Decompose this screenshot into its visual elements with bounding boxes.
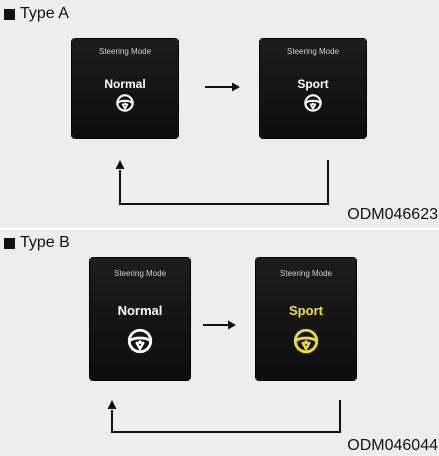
type-a-sport-panel: Steering Mode Sport — [260, 39, 366, 138]
type-a-normal-caption: Steering Mode — [98, 47, 152, 56]
type-b-sport-mode: Sport — [289, 303, 323, 318]
type-b-sport-caption: Steering Mode — [279, 269, 333, 278]
type-b-normal-caption: Steering Mode — [113, 269, 167, 278]
type-b-title: Type B — [4, 234, 70, 252]
type-a-forward-arrow-icon — [205, 82, 240, 92]
steering-wheel-icon — [116, 94, 134, 112]
steering-wheel-icon — [293, 328, 319, 354]
type-a-section: Type A Steering Mode Normal Steering Mod… — [0, 0, 439, 228]
type-a-sport-mode: Sport — [297, 77, 329, 91]
type-a-normal-mode: Normal — [104, 77, 146, 91]
type-b-section: Type B Steering Mode Normal Steering Mod… — [0, 230, 439, 456]
type-b-forward-arrow-icon — [203, 320, 236, 330]
steering-wheel-icon — [304, 94, 322, 112]
section-divider — [0, 228, 439, 230]
type-a-sport-caption: Steering Mode — [286, 47, 340, 56]
type-b-title-text: Type B — [20, 234, 70, 251]
type-a-return-arrow-icon — [115, 160, 329, 205]
type-a-figure-code: ODM046623 — [347, 206, 438, 223]
type-a-normal-panel: Steering Mode Normal — [72, 39, 178, 138]
type-a-title-text: Type A — [20, 5, 69, 22]
type-a-title: Type A — [4, 5, 69, 23]
type-b-normal-mode: Normal — [117, 303, 163, 318]
type-b-figure-code: ODM046044 — [347, 437, 438, 454]
type-b-normal-panel: Steering Mode Normal — [90, 258, 190, 380]
square-bullet-icon — [4, 237, 15, 249]
square-bullet-icon — [4, 8, 15, 20]
steering-wheel-icon — [127, 328, 153, 354]
type-b-sport-panel: Steering Mode Sport — [256, 258, 356, 380]
type-b-return-arrow-icon — [107, 400, 341, 433]
